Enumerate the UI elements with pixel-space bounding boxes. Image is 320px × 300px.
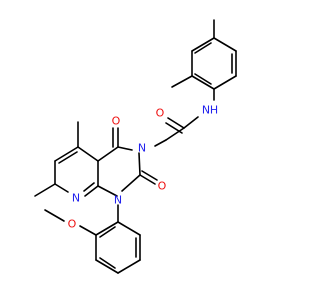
n3-label: N: [138, 142, 146, 155]
ring-bond: [97, 185, 118, 197]
c2-o-double-bond: [141, 170, 158, 181]
ring-bond: [117, 221, 141, 236]
ring-bond: [95, 259, 119, 274]
atom-labels: N H O O N O N N O: [68, 104, 218, 231]
ring-bond: [54, 183, 69, 193]
ring-bond: [84, 185, 99, 197]
ring-double-bond-inner: [194, 42, 212, 54]
amide-linker: [154, 88, 215, 147]
ring-bond: [117, 146, 133, 151]
ring-bond: [97, 146, 119, 162]
ring-bond: [138, 152, 141, 176]
ring-bond: [213, 37, 237, 52]
ring-bond: [191, 37, 215, 52]
ring-double-bond-inner: [83, 182, 95, 192]
pyridine-ring: [34, 121, 99, 197]
ether-o-label: O: [68, 218, 77, 231]
ring-double-bond-inner: [99, 257, 116, 269]
ring-bond: [77, 146, 99, 162]
ch2-n3-bond: [154, 139, 167, 147]
methyl-bond-7: [34, 183, 56, 197]
ring-double-bond-inner: [99, 226, 116, 238]
ring-bond: [54, 146, 79, 162]
pyrimidine-ring: [97, 127, 158, 197]
methyl-bond-2: [171, 75, 193, 88]
ring-bond: [191, 75, 215, 90]
methoxyphenyl-ring: [44, 204, 141, 274]
amide-h-label: H: [210, 104, 218, 117]
ring-bond: [121, 174, 141, 192]
o-methyl-bond: [44, 209, 65, 222]
ring-double-bond-inner: [58, 151, 78, 164]
aryl-o-bond: [79, 225, 97, 236]
carbonyl-o-bond: [167, 117, 185, 129]
dimethylphenyl-ring: [171, 19, 237, 90]
ch2-bond: [165, 127, 185, 141]
ring-bond: [95, 221, 119, 236]
amide-o-label: O: [156, 107, 165, 120]
ring-bond: [117, 259, 141, 274]
n1-label: N: [114, 194, 122, 207]
molecule-structure-diagram: N H O O N O N N O: [34, 19, 237, 274]
c2-o-label: O: [158, 180, 167, 193]
amide-n-label: N: [202, 104, 210, 117]
c4-o-label: O: [112, 115, 121, 128]
n-carbonyl-bond: [183, 116, 199, 129]
c2-o-bond: [139, 174, 156, 185]
n8-label: N: [72, 192, 80, 205]
ring-double-bond-inner: [194, 73, 212, 85]
ring-bond: [213, 75, 237, 90]
